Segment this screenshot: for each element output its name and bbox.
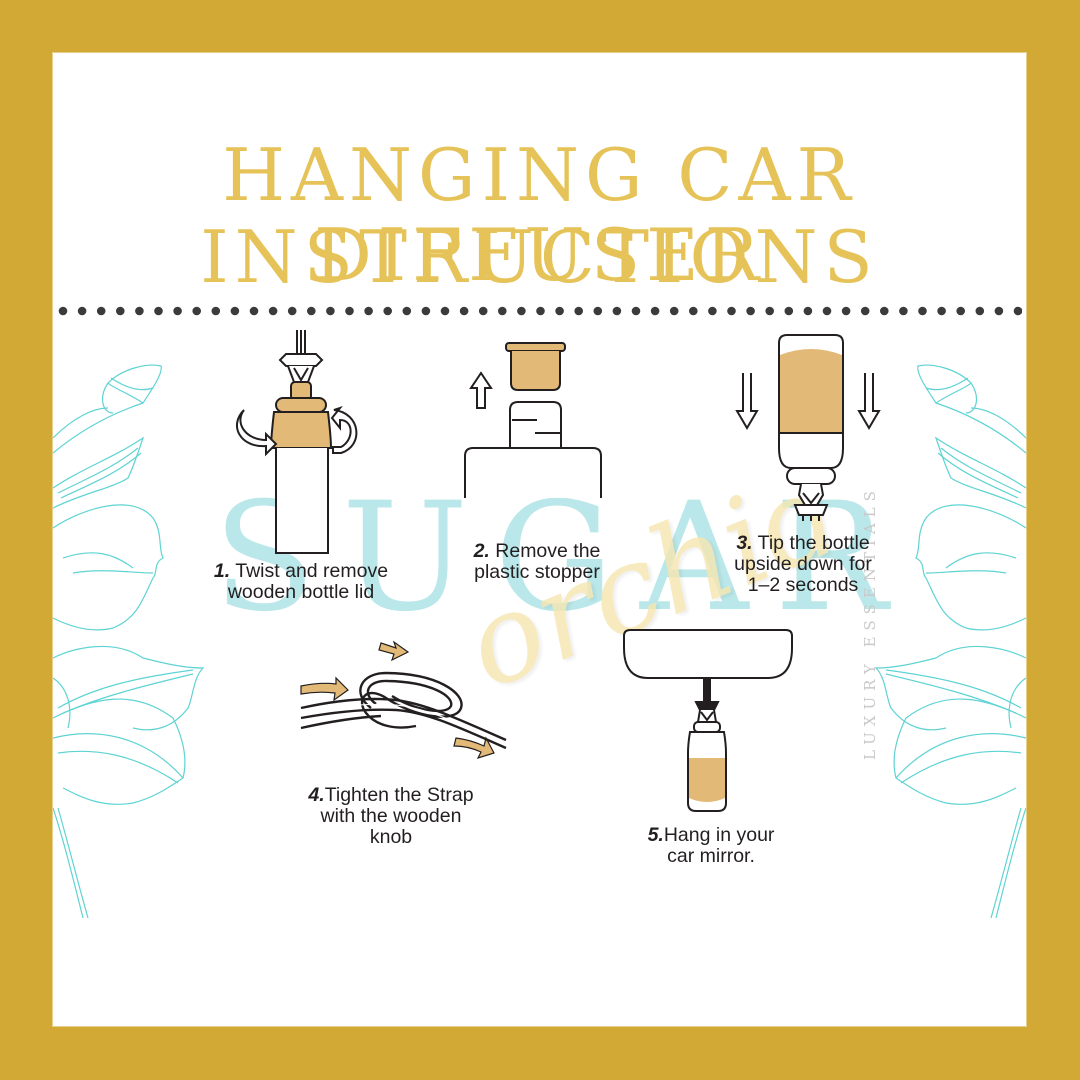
step-5-hang-mirror-icon bbox=[623, 629, 793, 812]
divider-dot bbox=[918, 306, 927, 316]
divider-dot bbox=[116, 306, 125, 316]
divider-dot bbox=[249, 306, 259, 316]
divider-dot bbox=[459, 306, 469, 316]
divider-dot bbox=[383, 306, 393, 316]
divider-dot bbox=[612, 306, 622, 316]
divider-dot bbox=[631, 306, 641, 316]
divider-dot bbox=[192, 306, 201, 316]
divider-dot bbox=[517, 306, 526, 316]
step-1-twist-lid-icon bbox=[236, 330, 358, 554]
step-3-line-1: Tip the bottle bbox=[757, 532, 870, 554]
divider-dot bbox=[478, 306, 488, 316]
step-2-label: 2. Remove the plastic stopper bbox=[437, 541, 637, 583]
divider-dot bbox=[307, 306, 316, 316]
divider-dot bbox=[746, 306, 755, 316]
divider-dot bbox=[154, 306, 163, 316]
divider-dot bbox=[956, 306, 965, 316]
divider-dot bbox=[536, 306, 545, 316]
step-3-number: 3. bbox=[736, 532, 753, 554]
divider-dot bbox=[803, 306, 813, 316]
right-orchid-illustration bbox=[874, 364, 1026, 919]
step-2-line-2: plastic stopper bbox=[474, 561, 600, 583]
divider-dot bbox=[669, 306, 679, 316]
step-4-number: 4. bbox=[308, 784, 325, 806]
divider-dot bbox=[860, 306, 870, 316]
divider-dot bbox=[574, 306, 583, 316]
divider-dot bbox=[937, 306, 946, 316]
divider-dot bbox=[784, 306, 794, 316]
divider-dot bbox=[326, 306, 335, 316]
divider-dot bbox=[689, 306, 698, 316]
divider-dot bbox=[345, 306, 354, 316]
step-2-line-1: Remove the bbox=[495, 540, 601, 562]
step-4-tighten-strap-icon bbox=[300, 640, 507, 759]
step-1-label: 1. Twist and remove wooden bottle lid bbox=[191, 561, 411, 603]
divider-dot bbox=[899, 306, 908, 316]
divider-dot bbox=[994, 306, 1004, 316]
divider-dot bbox=[765, 306, 774, 316]
page-title-line-1: HANGING CAR DIFFUSER bbox=[222, 133, 857, 297]
divider-dot bbox=[402, 306, 412, 316]
step-3-tip-bottle-icon bbox=[735, 334, 881, 521]
step-3-label: 3. Tip the bottle upside down for 1–2 se… bbox=[713, 533, 893, 596]
step-4-line-3: knob bbox=[369, 826, 413, 848]
page-title-line-2: INSTRUCTIONS bbox=[200, 215, 879, 299]
step-4-line-1: Tighten the Strap bbox=[324, 784, 474, 806]
divider-dot bbox=[440, 306, 450, 316]
divider-dot bbox=[287, 306, 297, 316]
step-5-line-1: Hang in your bbox=[663, 824, 775, 846]
divider-dot bbox=[58, 306, 68, 316]
divider-dot bbox=[77, 306, 87, 316]
divider-dot bbox=[880, 306, 889, 316]
step-1-line-1: Twist and remove bbox=[235, 560, 389, 582]
divider-dot bbox=[498, 306, 507, 316]
divider-dot bbox=[173, 306, 182, 316]
step-3-line-3: 1–2 seconds bbox=[747, 574, 859, 596]
step-2-number: 2. bbox=[473, 540, 490, 562]
instruction-card: HANGING CAR DIFFUSER INSTRUCTIONS SUGAR … bbox=[53, 53, 1026, 1026]
step-2-remove-stopper-icon bbox=[464, 342, 602, 498]
dotted-divider bbox=[58, 306, 1022, 316]
step-5-label: 5.Hang in your car mirror. bbox=[621, 825, 801, 867]
left-orchid-illustration bbox=[53, 364, 205, 919]
divider-dot bbox=[708, 306, 717, 316]
divider-dot bbox=[727, 306, 736, 316]
divider-dot bbox=[211, 306, 221, 316]
divider-dot bbox=[135, 306, 144, 316]
step-1-number: 1. bbox=[213, 560, 231, 582]
step-5-line-2: car mirror. bbox=[667, 845, 755, 867]
divider-dot bbox=[268, 306, 278, 316]
divider-dot bbox=[1013, 306, 1022, 316]
divider-dot bbox=[364, 306, 373, 316]
step-4-line-2: with the wooden bbox=[320, 805, 462, 827]
divider-dot bbox=[555, 306, 564, 316]
divider-dot bbox=[593, 306, 603, 316]
divider-dot bbox=[822, 306, 832, 316]
step-4-label: 4.Tighten the Strap with the wooden knob bbox=[291, 785, 491, 848]
divider-dot bbox=[841, 306, 851, 316]
step-3-line-2: upside down for bbox=[734, 553, 872, 575]
divider-dot bbox=[975, 306, 985, 316]
step-5-number: 5. bbox=[647, 824, 664, 846]
divider-dot bbox=[421, 306, 431, 316]
divider-dot bbox=[650, 306, 660, 316]
divider-dot bbox=[230, 306, 240, 316]
step-1-line-2: wooden bottle lid bbox=[227, 581, 375, 603]
divider-dot bbox=[96, 306, 106, 316]
